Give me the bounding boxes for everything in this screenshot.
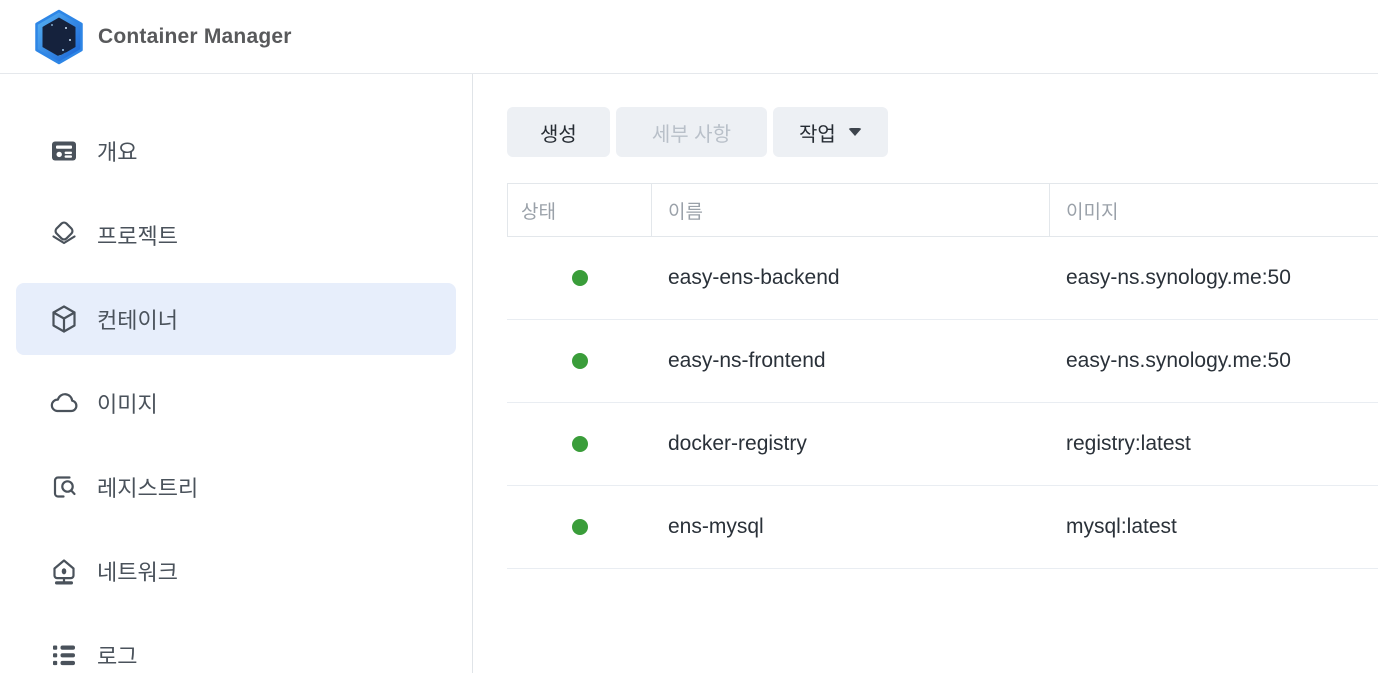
page-title: Container Manager bbox=[98, 24, 292, 48]
action-dropdown-button[interactable]: 작업 bbox=[772, 107, 888, 157]
container-cube-icon bbox=[52, 305, 76, 333]
log-list-icon bbox=[53, 645, 75, 666]
main-content: 생성 세부 사항 작업 상태 이름 이미지 easy-ens-backend e… bbox=[473, 74, 1378, 673]
container-name: easy-ens-backend bbox=[668, 266, 840, 289]
chevron-down-icon bbox=[847, 128, 862, 136]
sidebar-item-label: 네트워크 bbox=[97, 560, 178, 585]
create-button[interactable]: 생성 bbox=[507, 107, 610, 157]
projects-layers-icon bbox=[52, 221, 76, 245]
table-row[interactable]: docker-registry registry:latest bbox=[507, 403, 1378, 486]
status-dot-running bbox=[571, 270, 588, 286]
sidebar-item-label: 프로젝트 bbox=[97, 224, 178, 249]
sidebar-item-logs[interactable]: 로그 bbox=[16, 619, 456, 674]
table-header-row: 상태 이름 이미지 bbox=[507, 183, 1378, 237]
sidebar-item-label: 레지스트리 bbox=[97, 476, 199, 501]
overview-card-icon bbox=[52, 141, 76, 161]
status-dot-running bbox=[571, 353, 588, 369]
details-button[interactable]: 세부 사항 bbox=[615, 107, 767, 157]
table-row[interactable]: ens-mysql mysql:latest bbox=[507, 486, 1378, 569]
column-header-status[interactable]: 상태 bbox=[507, 184, 652, 236]
column-header-image[interactable]: 이미지 bbox=[1066, 201, 1119, 223]
sidebar-item-network[interactable]: 네트워크 bbox=[16, 535, 456, 607]
table-row[interactable]: easy-ns-frontend easy-ns.synology.me:50 bbox=[507, 320, 1378, 403]
sidebar-item-label: 이미지 bbox=[97, 392, 158, 417]
container-image: easy-ns.synology.me:50 bbox=[1066, 349, 1291, 372]
sidebar-item-containers[interactable]: 컨테이너 bbox=[16, 283, 456, 355]
container-image: easy-ns.synology.me:50 bbox=[1066, 266, 1291, 289]
container-manager-logo-icon bbox=[35, 9, 83, 64]
sidebar-item-overview[interactable]: 개요 bbox=[16, 115, 456, 187]
action-dropdown-label: 작업 bbox=[798, 123, 836, 146]
image-cloud-icon bbox=[50, 393, 78, 413]
sidebar-item-label: 개요 bbox=[97, 140, 138, 165]
container-name: ens-mysql bbox=[668, 515, 764, 538]
containers-table: 상태 이름 이미지 easy-ens-backend easy-ns.synol… bbox=[507, 183, 1378, 569]
sidebar: 개요 프로젝트 컨테이너 이미지 bbox=[0, 74, 473, 673]
status-dot-running bbox=[571, 436, 588, 452]
network-hub-icon bbox=[53, 559, 75, 585]
container-image: registry:latest bbox=[1066, 432, 1191, 455]
registry-search-icon bbox=[53, 476, 76, 498]
sidebar-item-label: 로그 bbox=[97, 644, 138, 669]
app-header: Container Manager bbox=[0, 0, 1378, 74]
status-dot-running bbox=[571, 519, 588, 535]
sidebar-item-projects[interactable]: 프로젝트 bbox=[16, 199, 456, 271]
sidebar-item-label: 컨테이너 bbox=[97, 308, 178, 333]
column-header-name[interactable]: 이름 bbox=[652, 184, 1050, 236]
container-name: easy-ns-frontend bbox=[668, 349, 826, 372]
container-name: docker-registry bbox=[668, 432, 807, 455]
sidebar-item-registry[interactable]: 레지스트리 bbox=[16, 451, 456, 523]
sidebar-item-images[interactable]: 이미지 bbox=[16, 367, 456, 439]
container-image: mysql:latest bbox=[1066, 515, 1177, 538]
table-row[interactable]: easy-ens-backend easy-ns.synology.me:50 bbox=[507, 237, 1378, 320]
toolbar: 생성 세부 사항 작업 bbox=[507, 107, 1378, 157]
